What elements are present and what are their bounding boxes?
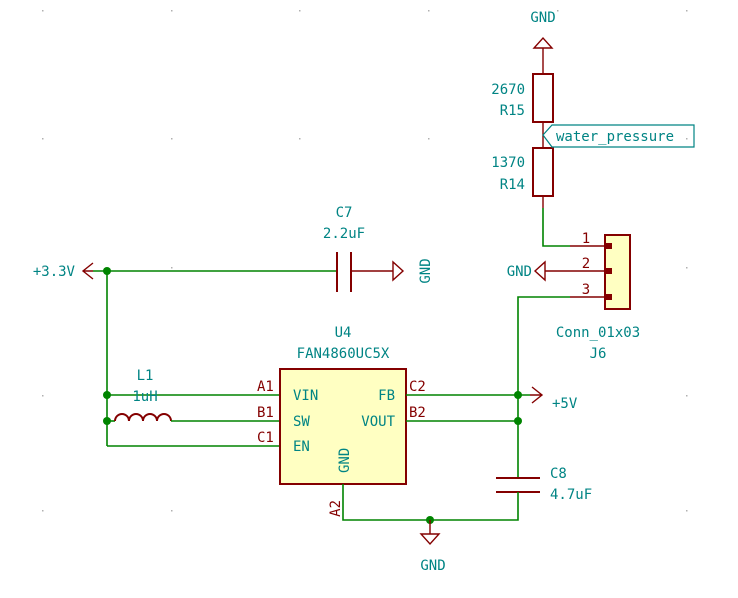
v5-label: +5V [552, 396, 578, 412]
junction-3v3 [103, 267, 111, 275]
junction-vin [103, 391, 111, 399]
junction-vout [514, 417, 522, 425]
u4-pin-vin: VIN [293, 388, 318, 404]
j6-pin1-number: 1 [582, 231, 590, 247]
u4-pin-c1: C1 [257, 430, 274, 446]
j6-pin2-number: 2 [582, 256, 590, 272]
l1-value: 1uH [132, 389, 157, 405]
j6-pin1-stub [606, 243, 612, 249]
gnd-symbol-top [532, 36, 554, 62]
u4-pin-sw: SW [293, 414, 310, 430]
junction-5v [514, 391, 522, 399]
j6-ref: J6 [590, 346, 607, 362]
c7-ref: C7 [336, 205, 353, 221]
wire-gnd-bottom [342, 484, 519, 521]
j6-pin3-number: 3 [582, 282, 590, 298]
resistor-r15[interactable] [532, 73, 554, 123]
u4-pin-c2: C2 [409, 379, 426, 395]
j6-value: Conn_01x03 [556, 325, 640, 341]
u4-pin-a1: A1 [257, 379, 274, 395]
gnd-symbol-c7 [392, 260, 405, 282]
r14-value: 1370 [491, 155, 525, 171]
u4-pin-en: EN [293, 439, 310, 455]
r15-ref: R15 [500, 103, 525, 119]
u4-pin-gnd: GND [337, 448, 353, 473]
water-pressure-label: water_pressure [556, 129, 674, 145]
r15-value: 2670 [491, 82, 525, 98]
grid [42, 10, 688, 512]
power-symbol-5v [530, 386, 544, 404]
net-label-water-pressure[interactable] [542, 124, 695, 148]
c8-value: 4.7uF [550, 487, 592, 503]
u4-pin-a2: A2 [328, 500, 344, 517]
u4-ref: U4 [335, 325, 352, 341]
u4-pin-b2: B2 [409, 405, 426, 421]
u4-pin-vout: VOUT [361, 414, 395, 430]
gnd-top-label: GND [530, 10, 555, 26]
u4-pin-fb: FB [378, 388, 395, 404]
junction-l1 [103, 417, 111, 425]
gnd-j6-label: GND [507, 264, 532, 280]
u4-pin-b1: B1 [257, 405, 274, 421]
gnd-symbol-bottom [419, 520, 441, 546]
u4-value: FAN4860UC5X [297, 346, 390, 362]
power-symbol-3v3 [81, 262, 94, 280]
j6-pin2-stub [606, 268, 612, 274]
r14-ref: R14 [500, 177, 525, 193]
c7-value: 2.2uF [323, 226, 365, 242]
inductor-l1[interactable] [114, 413, 172, 422]
resistor-r14[interactable] [532, 147, 554, 197]
gnd-bottom-label: GND [420, 558, 445, 574]
l1-ref: L1 [137, 368, 154, 384]
j6-pin3-stub [606, 294, 612, 300]
c8-ref: C8 [550, 466, 567, 482]
gnd-symbol-j6 [533, 260, 555, 282]
gnd-c7-label: GND [418, 258, 434, 283]
ic-u4[interactable] [279, 368, 407, 485]
wire-r14-j6 [542, 208, 570, 247]
v33-label: +3.3V [33, 264, 76, 280]
